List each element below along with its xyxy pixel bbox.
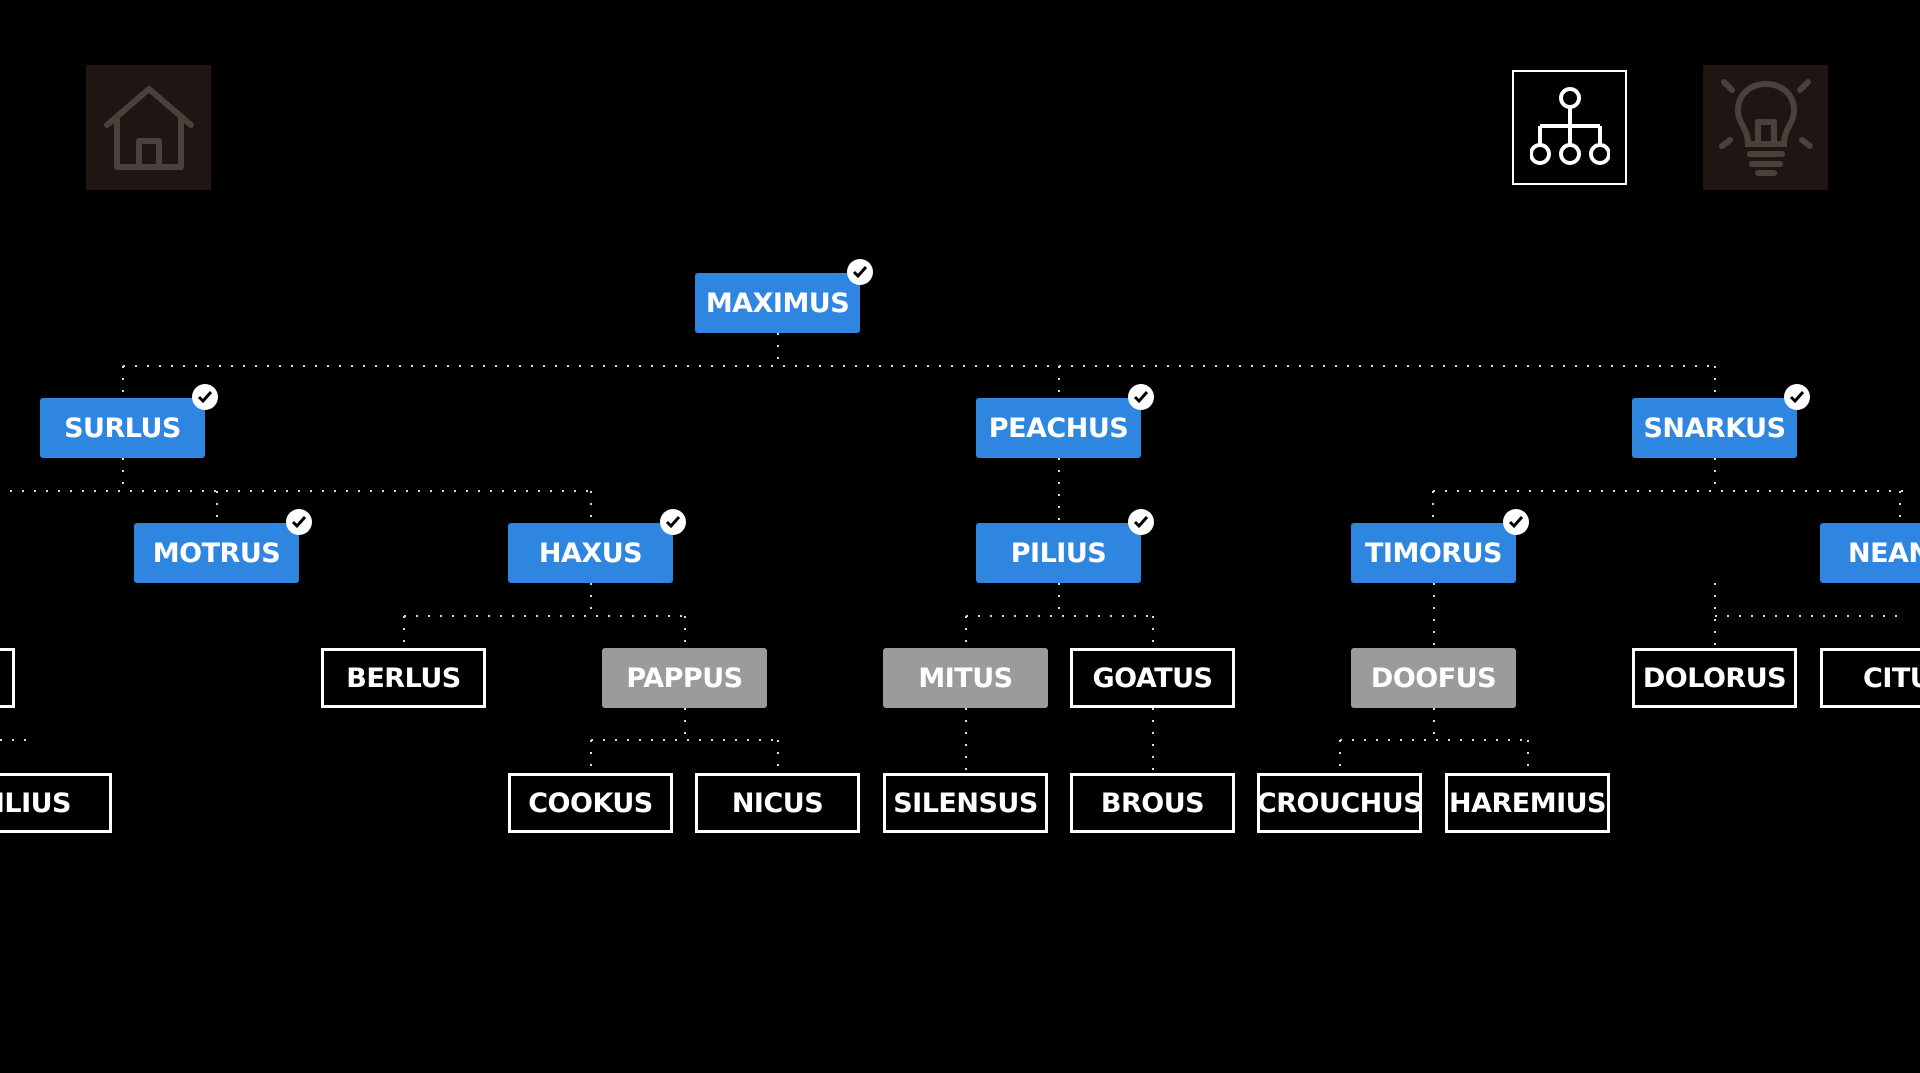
lightbulb-icon xyxy=(1718,78,1813,176)
tree-node-haremius[interactable]: HAREMIUS xyxy=(1445,773,1610,833)
home-button[interactable] xyxy=(86,65,211,190)
node-label: PILIUS xyxy=(1010,537,1107,569)
org-tree-icon xyxy=(1529,86,1610,165)
tree-node-citu[interactable]: CITU xyxy=(1820,648,1920,708)
node-label: TIMORUS xyxy=(1365,537,1502,569)
tree-node-peachus[interactable]: PEACHUS xyxy=(976,384,1154,458)
tree-node-offscreen-left[interactable] xyxy=(0,648,15,708)
tree-node-haxus[interactable]: HAXUS xyxy=(508,509,686,583)
node-label: SURLUS xyxy=(64,412,181,444)
hint-button[interactable] xyxy=(1703,65,1828,190)
node-label: HAXUS xyxy=(538,537,643,569)
node-label: DOOFUS xyxy=(1370,662,1497,694)
tree-node-pilius[interactable]: PILIUS xyxy=(976,509,1154,583)
tree-node-surlus[interactable]: SURLUS xyxy=(40,384,218,458)
checkmark-icon xyxy=(847,259,873,285)
tree-node-pappus[interactable]: PAPPUS xyxy=(602,648,767,708)
node-label: NEAN xyxy=(1848,537,1920,569)
node-label: BROUS xyxy=(1100,787,1205,819)
tree-node-nicus[interactable]: NICUS xyxy=(695,773,860,833)
node-label: DOLORUS xyxy=(1642,662,1787,694)
tree-node-silensus[interactable]: SILENSUS xyxy=(883,773,1048,833)
tree-node-doofus[interactable]: DOOFUS xyxy=(1351,648,1516,708)
node-label: SILENSUS xyxy=(893,787,1038,819)
node-label: MAXIMUS xyxy=(705,287,850,319)
tree-node-motrus[interactable]: MOTRUS xyxy=(134,509,312,583)
checkmark-icon xyxy=(660,509,686,535)
node-label: MITUS xyxy=(918,662,1013,694)
node-label: PAPPUS xyxy=(626,662,743,694)
checkmark-icon xyxy=(1128,509,1154,535)
tree-node-maximus[interactable]: MAXIMUS xyxy=(695,259,873,333)
node-label: PEACHUS xyxy=(988,412,1129,444)
tree-node-mitus[interactable]: MITUS xyxy=(883,648,1048,708)
node-label: GOATUS xyxy=(1092,662,1213,694)
tree-node-crouchus[interactable]: CROUCHUS xyxy=(1256,773,1423,833)
node-label: SNARKUS xyxy=(1643,412,1786,444)
node-label: HAREMIUS xyxy=(1448,787,1607,819)
node-label: MOTRUS xyxy=(152,537,281,569)
tree-node-dolorus[interactable]: DOLORUS xyxy=(1632,648,1797,708)
node-label: COOKUS xyxy=(528,787,653,819)
tree-node-goatus[interactable]: GOATUS xyxy=(1070,648,1235,708)
checkmark-icon xyxy=(1784,384,1810,410)
checkmark-icon xyxy=(286,509,312,535)
tree-node-cookus[interactable]: COOKUS xyxy=(508,773,673,833)
tree-node-filius[interactable]: FILIUS xyxy=(0,773,112,833)
home-icon xyxy=(103,85,194,170)
node-label: CROUCHUS xyxy=(1256,787,1423,819)
tree-view-button[interactable] xyxy=(1512,70,1627,185)
checkmark-icon xyxy=(192,384,218,410)
node-label: BERLUS xyxy=(346,662,461,694)
tree-node-timorus[interactable]: TIMORUS xyxy=(1351,509,1529,583)
tree-node-snarkus[interactable]: SNARKUS xyxy=(1632,384,1810,458)
checkmark-icon xyxy=(1503,509,1529,535)
checkmark-icon xyxy=(1128,384,1154,410)
node-label: NICUS xyxy=(731,787,824,819)
tree-node-brous[interactable]: BROUS xyxy=(1070,773,1235,833)
tree-node-nean[interactable]: NEAN xyxy=(1820,523,1920,583)
node-label: FILIUS xyxy=(0,787,72,819)
node-label: CITU xyxy=(1863,662,1920,694)
tree-node-berlus[interactable]: BERLUS xyxy=(321,648,486,708)
